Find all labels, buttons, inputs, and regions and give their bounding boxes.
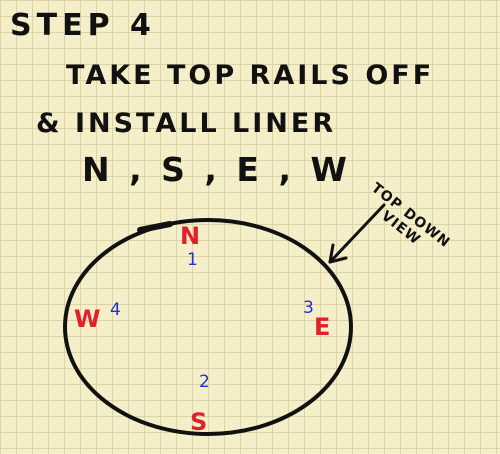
instruction-line-1: TAKE TOP RAILS OFF: [66, 60, 435, 91]
order-number-south: 2: [199, 372, 210, 392]
direction-north: N: [180, 222, 201, 250]
direction-south: S: [190, 408, 208, 436]
pointer-arrow: [328, 203, 386, 264]
rail-mark: [137, 221, 173, 233]
instruction-line-3: N , S , E , W: [82, 150, 351, 189]
direction-west: W: [74, 305, 101, 333]
liner-outline-circle: [63, 218, 353, 436]
instruction-line-2: & INSTALL LINER: [36, 108, 337, 139]
order-number-north: 1: [187, 250, 198, 270]
step-title: STEP 4: [10, 8, 156, 43]
order-number-west: 4: [110, 300, 121, 320]
order-number-east: 3: [303, 298, 314, 318]
direction-east: E: [314, 313, 331, 341]
